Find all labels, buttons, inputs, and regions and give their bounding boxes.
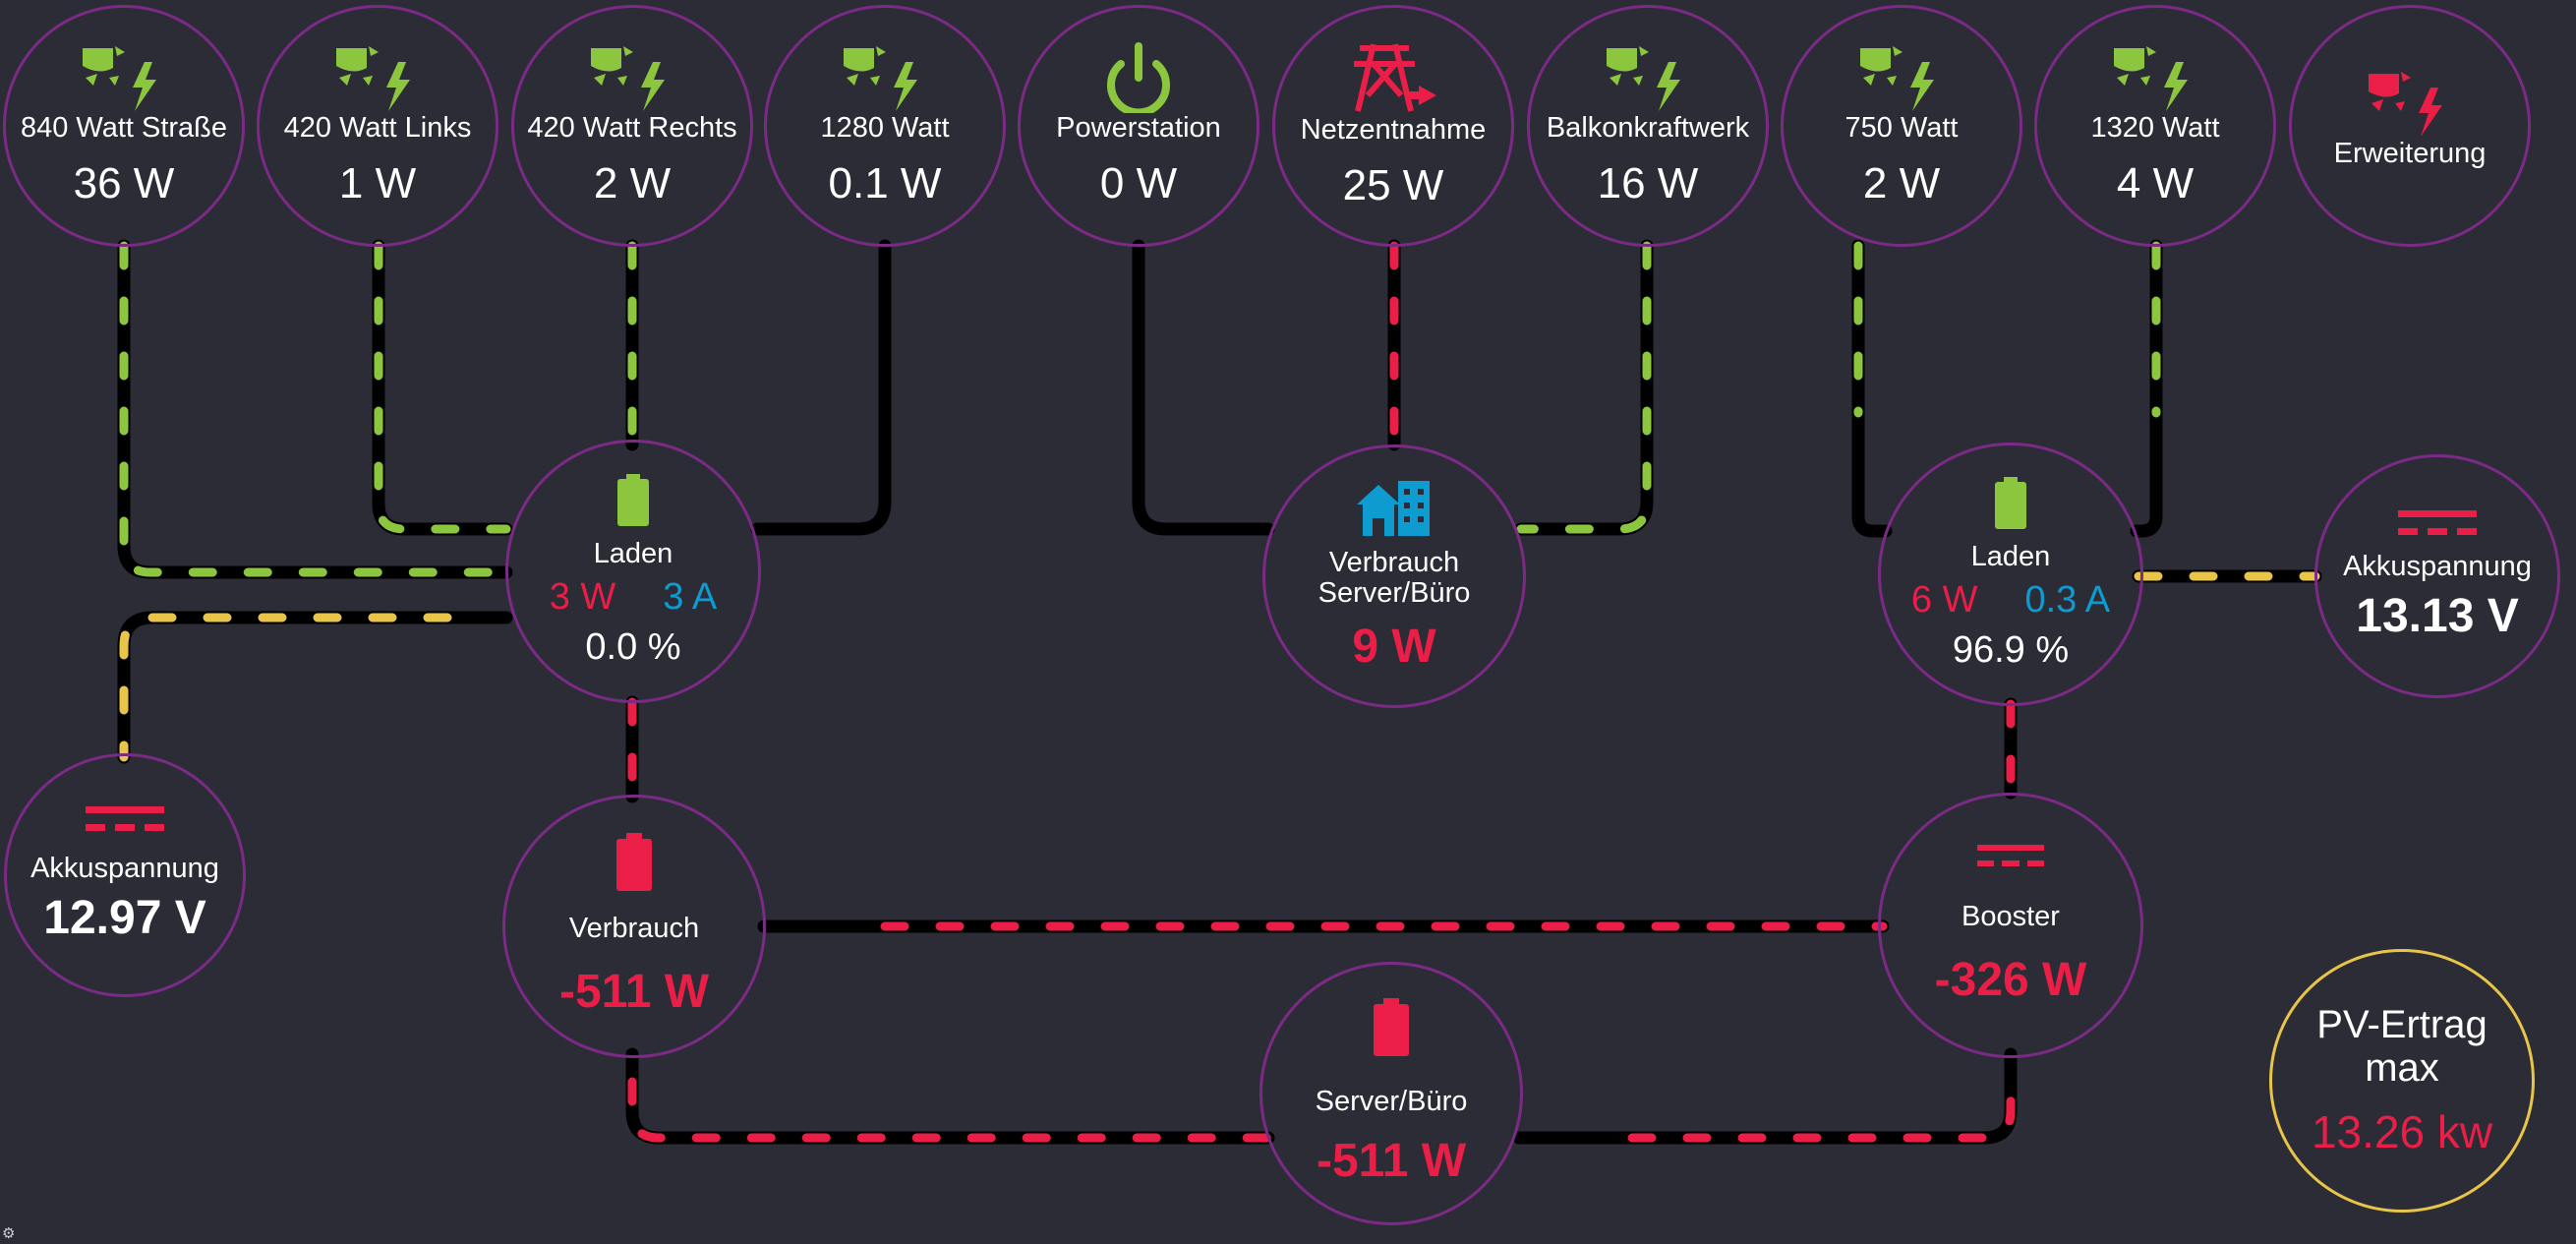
laden-percent: 0.0 % [585, 625, 681, 668]
dc-current-icon [1977, 845, 2044, 867]
node-pv-ertrag-max[interactable]: PV-Ertrag max 13.26 kw [2269, 949, 2535, 1213]
node-laden-left[interactable]: Laden 3 W 3 A 0.0 % [505, 440, 761, 703]
laden-readings: 3 W 3 A [550, 576, 718, 619]
node-420-watt-rechts[interactable]: 420 Watt Rechts 2 W [511, 5, 753, 247]
node-label: Powerstation [1056, 111, 1221, 144]
node-laden-right[interactable]: Laden 6 W 0.3 A 96.9 % [1878, 443, 2143, 706]
node-label: 420 Watt Links [283, 111, 472, 144]
node-value: 2 W [1862, 158, 1941, 207]
node-akkuspannung-right[interactable]: Akkuspannung 13.13 V [2314, 454, 2560, 698]
node-label: 1280 Watt [820, 111, 950, 144]
flow-dashes [119, 241, 2320, 1143]
laden-amps: 3 A [663, 575, 718, 618]
solar-icon [591, 45, 665, 111]
solar-icon [2114, 45, 2188, 111]
node-powerstation[interactable]: Powerstation 0 W [1018, 5, 1259, 247]
node-value: 4 W [2116, 158, 2195, 207]
laden-watts: 3 W [549, 575, 616, 618]
verbrauch-label: Verbrauch [568, 913, 700, 945]
node-erweiterung[interactable]: Erweiterung [2289, 5, 2531, 247]
settings-gear-icon[interactable]: ⚙ [2, 1225, 16, 1242]
solar-icon [844, 45, 917, 111]
pv-ertrag-value: 13.26 kw [2311, 1106, 2493, 1157]
node-value: 0.1 W [828, 158, 942, 207]
node-420-watt-links[interactable]: 420 Watt Links 1 W [257, 5, 498, 247]
node-label: 840 Watt Straße [20, 111, 228, 144]
verbrauch-value: -511 W [558, 966, 710, 1019]
solar-icon [336, 45, 410, 111]
node-akkuspannung-left[interactable]: Akkuspannung 12.97 V [4, 753, 246, 997]
node-value: 1 W [338, 158, 417, 207]
laden-label: Laden [593, 538, 673, 570]
transmission-tower-icon [1354, 42, 1436, 112]
verbrauch-value: 9 W [1352, 621, 1436, 674]
akku-label: Akkuspannung [2343, 551, 2532, 583]
node-balkonkraftwerk[interactable]: Balkonkraftwerk 16 W [1527, 5, 1769, 247]
solar-icon [83, 45, 156, 111]
booster-label: Booster [1961, 901, 2060, 933]
booster-value: -326 W [1934, 954, 2087, 1007]
laden-amps: 0.3 A [2024, 578, 2111, 621]
battery-charging-icon [617, 474, 649, 527]
node-label: 750 Watt [1844, 111, 1959, 144]
node-1280-watt[interactable]: 1280 Watt 0.1 W [764, 5, 1006, 247]
node-server-buero[interactable]: Server/Büro -511 W [1259, 962, 1523, 1225]
node-netzentnahme[interactable]: Netzentnahme 25 W [1272, 5, 1514, 247]
battery-icon [1374, 998, 1409, 1057]
node-verbrauch[interactable]: Verbrauch -511 W [502, 795, 766, 1058]
akku-value: 13.13 V [2356, 590, 2519, 643]
node-label: Balkonkraftwerk [1546, 111, 1750, 144]
laden-watts: 6 W [1910, 578, 1978, 621]
server-buero-value: -511 W [1316, 1135, 1467, 1188]
power-icon [1107, 41, 1170, 113]
dc-current-icon [86, 806, 164, 832]
node-750-watt[interactable]: 750 Watt 2 W [1781, 5, 2022, 247]
node-840-watt-strasse[interactable]: 840 Watt Straße 36 W [3, 5, 245, 247]
home-city-icon [1357, 480, 1430, 536]
node-verbrauch-server-buero[interactable]: Verbrauch Server/Büro 9 W [1262, 444, 1526, 708]
solar-icon [1860, 45, 1934, 111]
node-1320-watt[interactable]: 1320 Watt 4 W [2034, 5, 2276, 247]
akku-label: Akkuspannung [30, 853, 219, 885]
laden-readings: 6 W 0.3 A [1911, 579, 2110, 622]
node-value: 2 W [593, 158, 672, 207]
node-booster[interactable]: Booster -326 W [1878, 793, 2143, 1058]
verbrauch-label-line1: Verbrauch [1328, 546, 1460, 578]
battery-charging-icon [1995, 477, 2026, 530]
verbrauch-label-line2: Server/Büro [1317, 577, 1471, 610]
laden-percent: 96.9 % [1952, 628, 2070, 671]
node-label: 420 Watt Rechts [527, 111, 737, 144]
node-value: 0 W [1099, 158, 1178, 207]
laden-label: Laden [1970, 541, 2051, 573]
pv-ertrag-label-line1: PV-Ertrag [2316, 1003, 2488, 1046]
node-label: Netzentnahme [1300, 113, 1487, 146]
akku-value: 12.97 V [43, 892, 206, 945]
server-buero-label: Server/Büro [1315, 1086, 1468, 1118]
node-value: 36 W [73, 158, 175, 207]
solar-icon [1607, 45, 1680, 111]
node-value: 16 W [1597, 158, 1699, 207]
node-label: 1320 Watt [2090, 111, 2220, 144]
battery-icon [616, 833, 652, 892]
node-value: 25 W [1342, 160, 1444, 209]
dc-current-icon [2398, 510, 2477, 536]
solar-icon-red [2369, 72, 2442, 138]
pv-ertrag-label-line2: max [2365, 1046, 2439, 1090]
node-label: Erweiterung [2333, 138, 2487, 170]
